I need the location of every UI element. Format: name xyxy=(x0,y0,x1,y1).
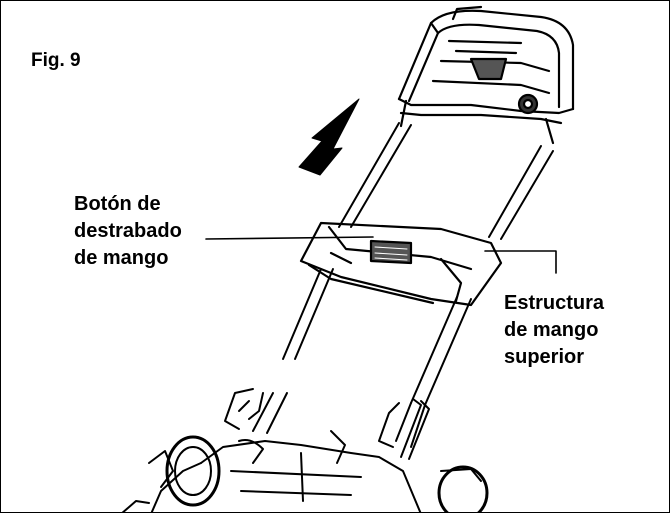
right-handle-tube xyxy=(395,145,554,448)
figure-label: Fig. 9 xyxy=(31,47,81,74)
leader-upper-handle-structure xyxy=(484,250,557,274)
callout-line: de mango xyxy=(504,319,599,341)
callout-line: de mango xyxy=(74,247,169,269)
leader-lines xyxy=(205,236,557,274)
callout-line: destrabado xyxy=(74,220,182,242)
callout-upper-handle-structure: Estructura de mango superior xyxy=(504,290,604,371)
middle-crossbar xyxy=(299,221,503,307)
up-direction-arrow-icon xyxy=(298,98,360,176)
top-handle-grip xyxy=(397,5,575,145)
callout-handle-release-button: Botón de destrabado de mango xyxy=(74,191,182,272)
lower-left-lever xyxy=(224,388,264,430)
callout-line: Estructura xyxy=(504,292,605,314)
leader-handle-release-button xyxy=(205,236,374,240)
lower-right-lever xyxy=(378,398,430,460)
callout-line: superior xyxy=(504,346,585,368)
mower-deck xyxy=(121,430,489,512)
callout-line: Botón de xyxy=(74,193,161,215)
figure-label-text: Fig. 9 xyxy=(31,50,81,71)
left-handle-tube xyxy=(252,122,412,434)
